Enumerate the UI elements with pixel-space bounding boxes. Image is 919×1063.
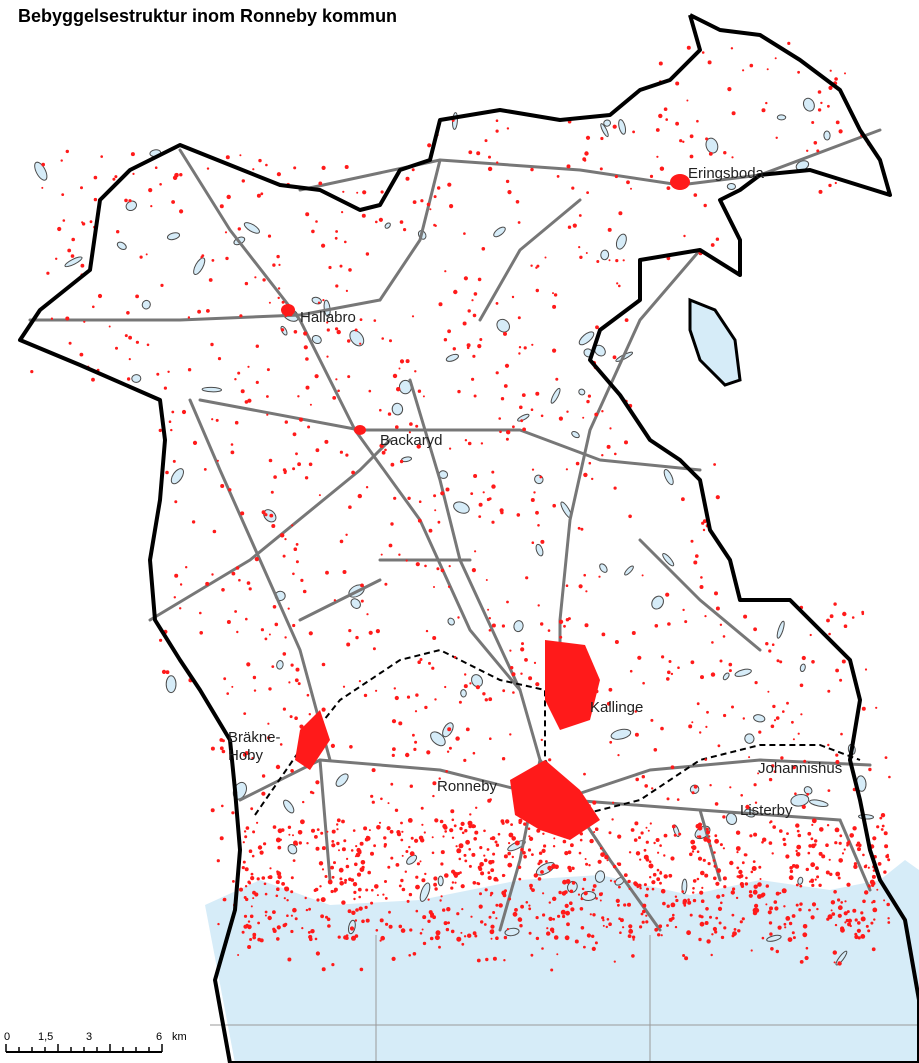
grid-lines xyxy=(210,935,919,1063)
label-johannishus: Johannishus xyxy=(758,760,842,777)
sea-area xyxy=(205,860,919,1063)
label-eringsboda: Eringsboda xyxy=(688,165,765,182)
map-title: Bebyggelsestruktur inom Ronneby kommun xyxy=(18,6,398,26)
label-ronneby: Ronneby xyxy=(437,778,498,795)
label-brakne-hoby-line1: Bräkne- xyxy=(228,729,281,746)
label-backaryd: Backaryd xyxy=(380,432,443,449)
municipality-boundary xyxy=(18,13,919,1063)
label-listerby: Listerby xyxy=(740,802,793,819)
scale-bar: 0 1,5 3 6 km xyxy=(4,1031,187,1053)
scale-tick-6: 6 xyxy=(156,1031,162,1043)
scale-tick-0: 0 xyxy=(4,1031,10,1043)
enclave-boundary xyxy=(688,297,742,387)
lakes xyxy=(34,97,874,966)
label-kallinge: Kallinge xyxy=(590,699,643,716)
label-brakne-hoby-line2: Hoby xyxy=(228,747,264,764)
scale-tick-1-5: 1,5 xyxy=(38,1031,53,1043)
scale-unit: km xyxy=(172,1031,187,1043)
label-hallabro: Hallabro xyxy=(300,309,356,326)
place-labels: Eringsboda Hallabro Backaryd Kallinge Br… xyxy=(228,165,842,819)
scale-tick-3: 3 xyxy=(86,1031,92,1043)
urban-areas xyxy=(281,174,690,840)
railway-line xyxy=(254,648,861,817)
